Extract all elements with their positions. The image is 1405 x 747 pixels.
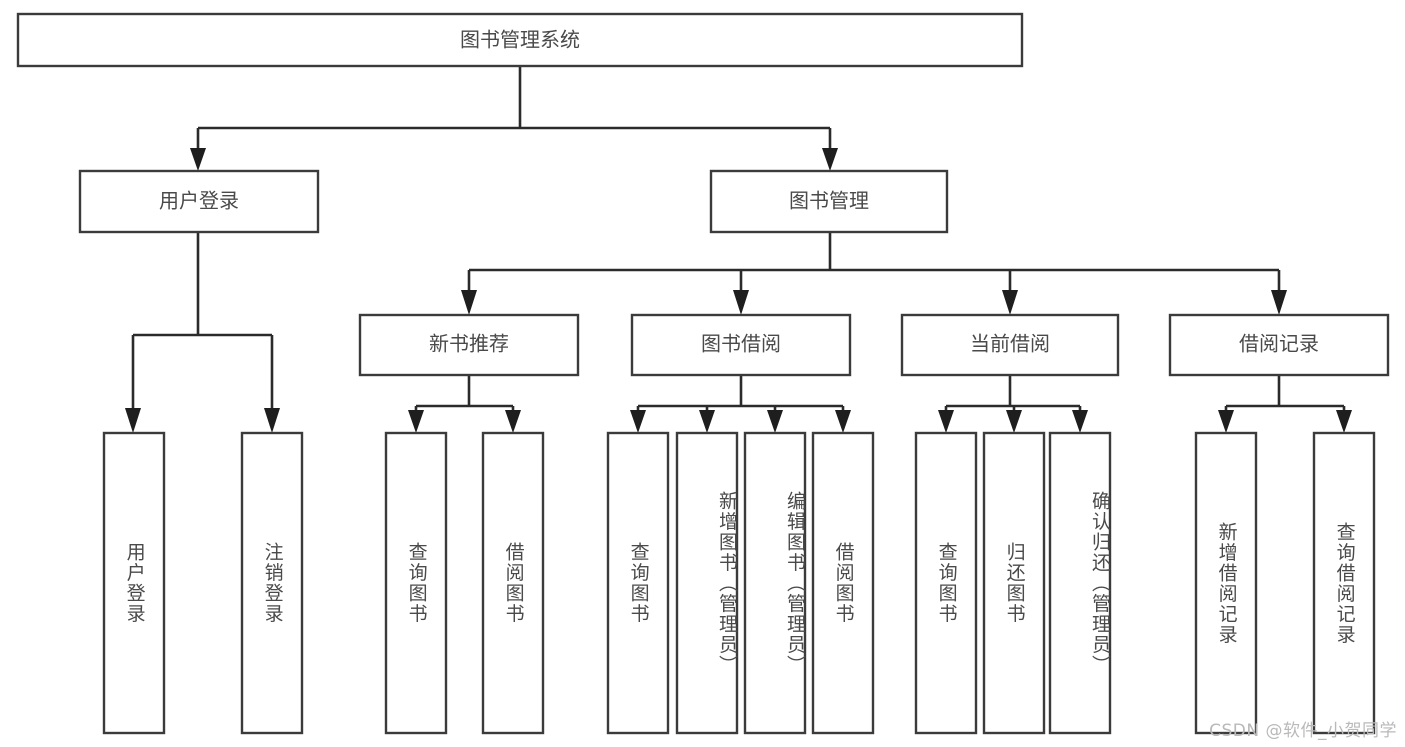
node-box-leaf-user-login[interactable] (102, 431, 166, 735)
arrow-to-leaf-borrow-book-2 (835, 410, 851, 433)
node-box-leaf-confirm-return-admin[interactable] (1048, 431, 1112, 735)
node-box-book-borrow[interactable] (630, 313, 852, 377)
node-label-current-borrow: 当前借阅 (970, 332, 1050, 356)
node-box-leaf-return-book[interactable] (982, 431, 1046, 735)
node-label-title: 图书管理系统 (460, 28, 580, 52)
node-box-book-management[interactable] (709, 169, 949, 234)
boxes-layer: 图书管理系统 用户登录 图书管理 新书推荐 图书借阅 当前借阅 借阅记录 (16, 12, 1390, 735)
arrow-to-leaf-logout-login (264, 408, 280, 433)
node-box-user-login[interactable] (78, 169, 320, 234)
node-label-borrow-record: 借阅记录 (1239, 332, 1319, 356)
connectors-layer (125, 66, 1352, 433)
arrow-to-leaf-query-book-1 (408, 410, 424, 433)
arrow-to-leaf-query-book-2 (630, 410, 646, 433)
node-box-leaf-add-book-admin[interactable] (675, 431, 739, 735)
node-box-leaf-add-borrow-record[interactable] (1194, 431, 1258, 735)
arrow-to-borrow-record (1271, 290, 1287, 315)
arrow-to-leaf-confirm-return-admin (1072, 410, 1088, 433)
node-box-title[interactable] (16, 12, 1024, 68)
node-box-leaf-edit-book-admin[interactable] (743, 431, 807, 735)
arrow-to-leaf-query-borrow-record (1336, 410, 1352, 433)
arrow-to-leaf-return-book (1006, 410, 1022, 433)
arrow-to-current-borrow (1002, 290, 1018, 315)
node-box-new-book-recommend[interactable] (358, 313, 580, 377)
node-box-leaf-borrow-book-2[interactable] (811, 431, 875, 735)
node-label-new-book-recommend: 新书推荐 (429, 332, 509, 356)
arrow-to-leaf-add-borrow-record (1218, 410, 1234, 433)
arrow-to-new-book-recommend (461, 290, 477, 315)
arrow-to-leaf-query-book-3 (938, 410, 954, 433)
arrow-to-leaf-add-book-admin (699, 410, 715, 433)
node-box-borrow-record[interactable] (1168, 313, 1390, 377)
node-box-leaf-query-book-2[interactable] (606, 431, 670, 735)
node-label-user-login: 用户登录 (159, 189, 239, 213)
node-box-leaf-logout-login[interactable] (240, 431, 304, 735)
arrow-to-leaf-borrow-book-1 (505, 410, 521, 433)
arrow-to-book-borrow (733, 290, 749, 315)
node-box-current-borrow[interactable] (900, 313, 1120, 377)
arrow-to-user-login (190, 148, 206, 171)
node-box-leaf-query-book-3[interactable] (914, 431, 978, 735)
node-box-leaf-query-borrow-record[interactable] (1312, 431, 1376, 735)
node-label-book-management: 图书管理 (789, 189, 869, 213)
arrow-to-leaf-user-login (125, 408, 141, 433)
node-box-leaf-borrow-book-1[interactable] (481, 431, 545, 735)
csdn-watermark: CSDN @软件_小贺同学 (1209, 721, 1397, 741)
arrow-to-leaf-edit-book-admin (767, 410, 783, 433)
arrow-to-book-management (822, 148, 838, 171)
node-box-leaf-query-book-1[interactable] (384, 431, 448, 735)
node-label-book-borrow: 图书借阅 (701, 332, 781, 356)
